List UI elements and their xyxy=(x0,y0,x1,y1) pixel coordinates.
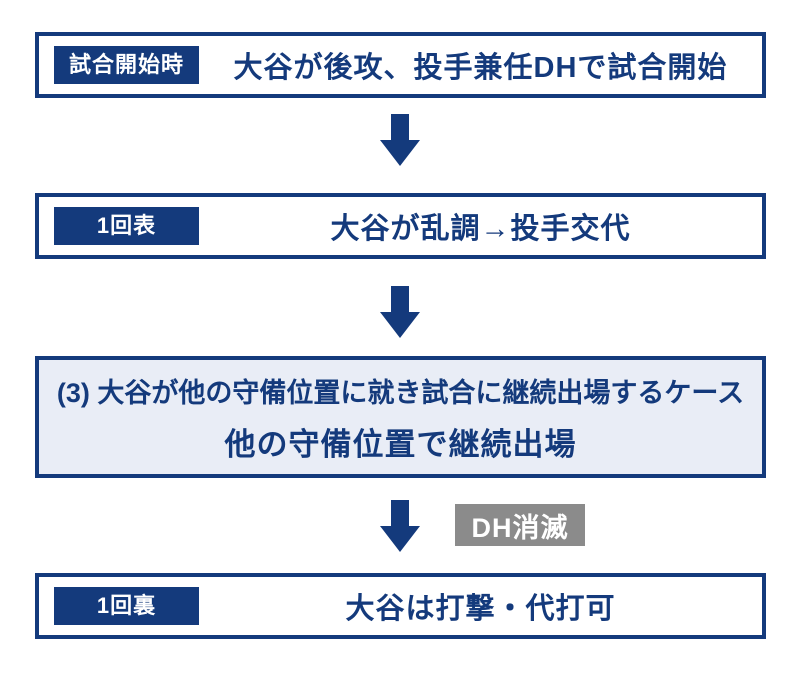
stage-badge-inning1-bottom: 1回裏 xyxy=(54,587,199,625)
case-box-subtitle: 他の守備位置で継続出場 xyxy=(224,426,577,462)
flow-box-inning1-bottom-text: 大谷は打撃・代打可 xyxy=(345,593,616,625)
arrow-down-icon xyxy=(378,500,422,552)
case-box-title: (3) 大谷が他の守備位置に就き試合に継続出場するケース xyxy=(56,377,745,408)
flow-box-game-start-text: 大谷が後攻、投手兼任DHで試合開始 xyxy=(233,52,728,84)
flow-box-game-start: 試合開始時 大谷が後攻、投手兼任DHで試合開始 xyxy=(35,32,766,98)
arrow-down-icon xyxy=(378,114,422,166)
arrow-down-icon xyxy=(378,286,422,338)
flow-box-inning1-top-text: 大谷が乱調→投手交代 xyxy=(330,213,631,245)
dh-elimination-badge: DH消滅 xyxy=(455,504,585,546)
flow-box-inning1-top: 1回表 大谷が乱調→投手交代 xyxy=(35,193,766,259)
stage-badge-inning1-top: 1回表 xyxy=(54,207,199,245)
case-box-continue-other-position: (3) 大谷が他の守備位置に就き試合に継続出場するケース 他の守備位置で継続出場 xyxy=(35,356,766,478)
stage-badge-game-start: 試合開始時 xyxy=(54,46,199,84)
flow-box-inning1-bottom: 1回裏 大谷は打撃・代打可 xyxy=(35,573,766,639)
